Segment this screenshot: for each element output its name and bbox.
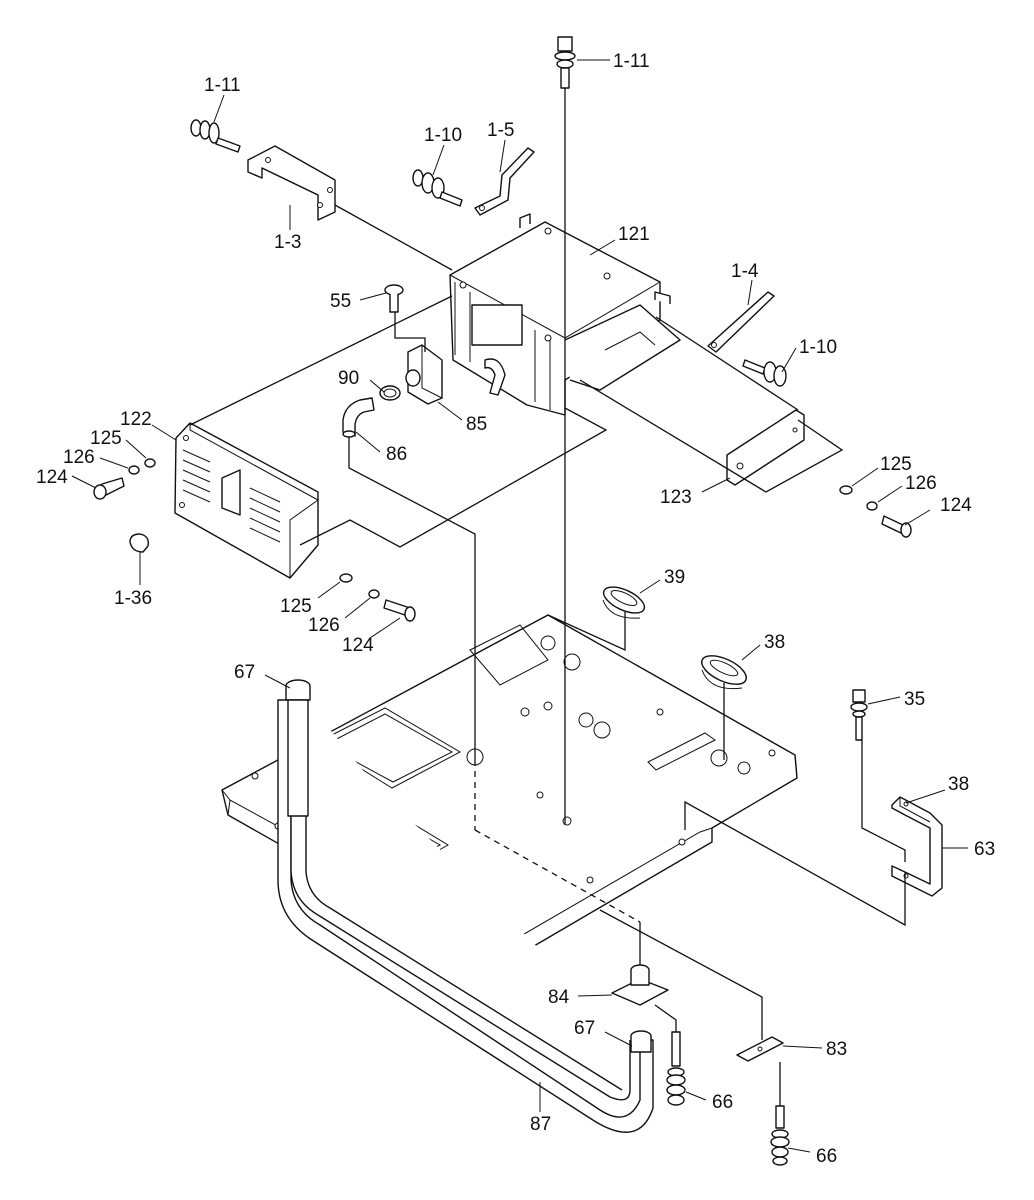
callout-label: 124: [940, 495, 972, 516]
callout-label: 66: [816, 1146, 837, 1167]
callout-label: 63: [974, 839, 995, 860]
callout-labels: 1-11 1-11 1-10 1-5 121 1-3 1-4 1-10 55 9…: [36, 51, 995, 1167]
plate-83: [736, 1036, 784, 1062]
plate-123: [726, 409, 805, 486]
bracket-84: [611, 964, 669, 1006]
assembly-lines: [189, 88, 906, 1106]
fasteners-middle: [339, 573, 416, 622]
callout-label: 1-10: [799, 337, 837, 358]
callout-label: 126: [308, 615, 340, 636]
screw-55: [384, 284, 404, 313]
bolt-1-10-left: [412, 169, 463, 207]
cover-122: [174, 422, 319, 579]
callout-label: 123: [660, 487, 692, 508]
callout-label: 126: [905, 473, 937, 494]
clip-1-36: [129, 533, 150, 553]
grommet-39: [602, 586, 646, 619]
bolt-1-10-right: [742, 359, 787, 387]
callout-label: 1-4: [731, 261, 759, 282]
callout-label: 85: [466, 414, 487, 435]
callout-label: 66: [712, 1092, 733, 1113]
bolt-1-11-left: [190, 119, 241, 153]
callout-label: 67: [574, 1018, 595, 1039]
callout-label: 84: [548, 987, 570, 1008]
fasteners-right: [839, 485, 912, 538]
callout-label: 122: [120, 409, 152, 430]
bracket-1-4: [707, 291, 775, 353]
clamp-90: [379, 385, 401, 401]
hose-86: [342, 397, 375, 438]
callout-label: 38: [948, 774, 969, 795]
bracket-1-5: [474, 147, 535, 216]
callout-label: 125: [880, 454, 912, 475]
control-box-121: [449, 213, 681, 416]
callout-label: 87: [530, 1114, 551, 1135]
bolt-35: [850, 689, 868, 741]
callout-label: 121: [618, 224, 650, 245]
fasteners-left: [93, 458, 156, 500]
bolt-1-11-top: [554, 36, 576, 89]
leader-lines: [71, 59, 968, 1153]
callout-label: 39: [664, 567, 685, 588]
callout-label: 125: [280, 596, 312, 617]
callout-label: 83: [826, 1039, 847, 1060]
callout-label: 124: [342, 635, 374, 656]
callout-label: 90: [338, 368, 359, 389]
bolt-66-lower: [770, 1105, 790, 1166]
callout-label: 124: [36, 467, 68, 488]
callout-label: 1-11: [613, 51, 650, 72]
bent-tube-87: [277, 679, 654, 1133]
callout-label: 67: [234, 662, 255, 683]
switch-85: [405, 344, 443, 405]
bolt-66-upper: [666, 1031, 686, 1106]
callout-label: 1-5: [487, 120, 514, 141]
callout-label: 86: [386, 444, 407, 465]
bracket-1-3: [247, 145, 336, 221]
callout-label: 55: [330, 291, 351, 312]
callout-label: 126: [63, 447, 95, 468]
grommet-38: [701, 655, 747, 690]
callout-label: 38: [764, 632, 785, 653]
callout-label: 1-10: [424, 125, 462, 146]
callout-label: 125: [90, 428, 122, 449]
callout-label: 1-3: [274, 232, 301, 253]
callout-label: 1-11: [204, 75, 241, 96]
callout-label: 1-36: [114, 588, 152, 609]
callout-label: 35: [904, 689, 925, 710]
